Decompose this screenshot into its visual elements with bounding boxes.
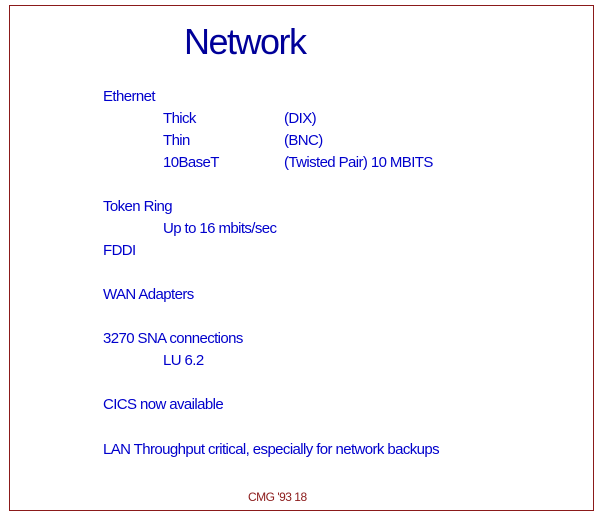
- token-ring-detail: Up to 16 mbits/sec: [163, 220, 277, 237]
- ethernet-10baset-label: 10BaseT: [163, 154, 219, 171]
- sna-heading: 3270 SNA connections: [103, 330, 243, 347]
- ethernet-thick-type: (DIX): [284, 110, 317, 127]
- ethernet-thick-label: Thick: [163, 110, 196, 127]
- ethernet-thin-label: Thin: [163, 132, 190, 149]
- cics-item: CICS now available: [103, 396, 224, 413]
- slide-footer: CMG '93 18: [248, 490, 307, 504]
- ethernet-thin-type: (BNC): [284, 132, 323, 149]
- token-ring-heading: Token Ring: [103, 198, 173, 215]
- slide-frame: [9, 5, 594, 511]
- wan-adapters-item: WAN Adapters: [103, 286, 194, 303]
- fddi-item: FDDI: [103, 242, 136, 259]
- slide-title: Network: [184, 21, 307, 62]
- ethernet-10baset-type: (Twisted Pair) 10 MBITS: [284, 154, 433, 171]
- lan-throughput-item: LAN Throughput critical, especially for …: [103, 441, 440, 458]
- ethernet-heading: Ethernet: [103, 88, 156, 105]
- sna-detail: LU 6.2: [163, 352, 204, 369]
